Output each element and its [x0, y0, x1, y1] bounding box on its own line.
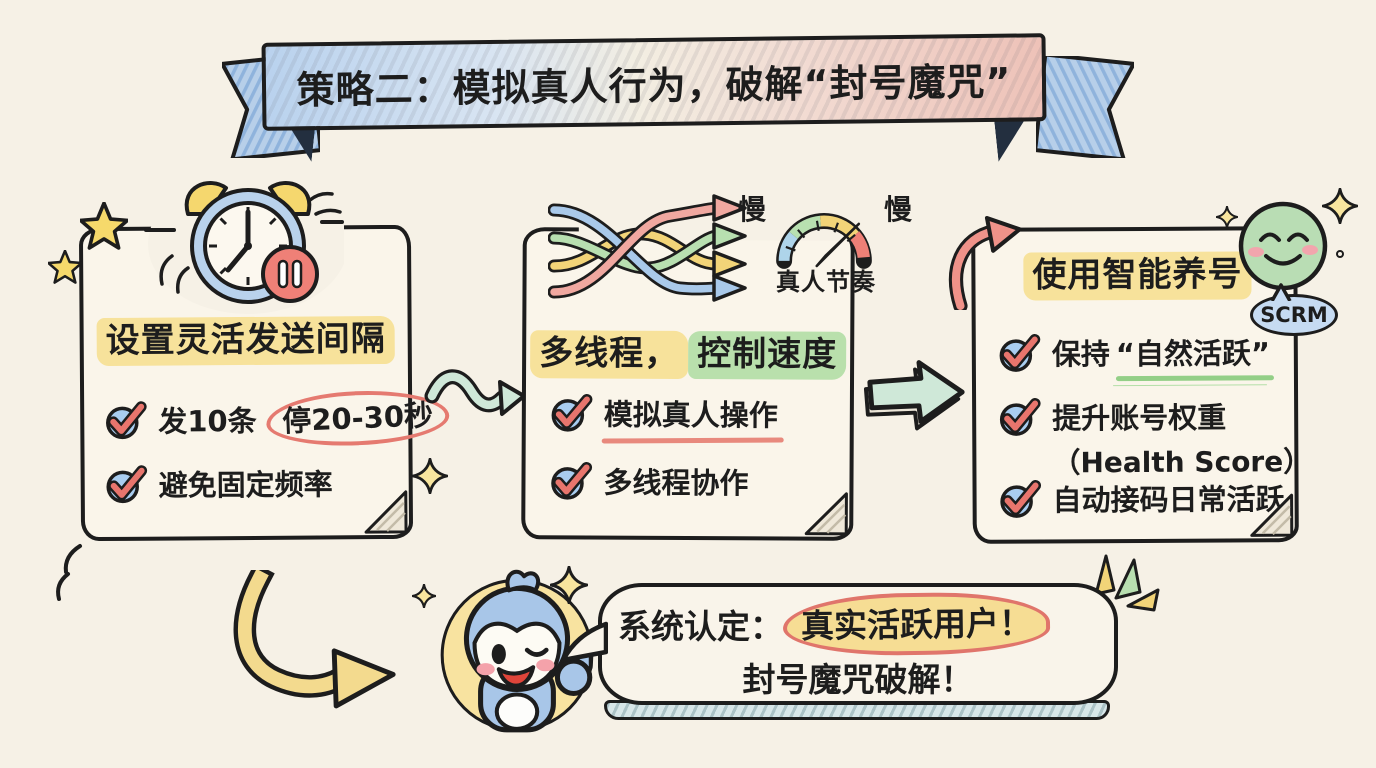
- gauge-left-label: 慢: [738, 193, 767, 226]
- smiley-face-icon: [1238, 201, 1328, 291]
- card-smart-nurture: 使用智能养号 保持 “自然活跃” 提升账号权重 （Health Score）: [971, 226, 1311, 544]
- page-curl-icon: [364, 490, 408, 534]
- speed-gauge-icon: [776, 213, 872, 269]
- card2-item-1: 模拟真人操作: [550, 391, 778, 434]
- u-turn-arrow-icon: [233, 570, 396, 709]
- card3-item2-line2: （Health Score）: [1052, 445, 1312, 480]
- card2-item-2: 多线程协作: [549, 459, 749, 502]
- card3-item-2: 提升账号权重 （Health Score）: [998, 394, 1311, 482]
- gauge-right-label: 慢: [884, 193, 913, 226]
- check-icon: [1000, 480, 1042, 518]
- page-curl-icon: [1250, 493, 1294, 537]
- bubble-line1-highlight: 真实活跃用户！: [782, 591, 1051, 657]
- sparkle-icon: [1322, 188, 1358, 224]
- check-icon: [551, 393, 593, 432]
- braided-arrows-icon: [548, 194, 747, 302]
- emphasis-dashes-icon: [1094, 554, 1160, 612]
- rising-arrow-icon: [948, 216, 1022, 310]
- alarm-clock-icon: [144, 174, 344, 314]
- card1-item1-circled-text: 停20-30秒: [265, 387, 451, 450]
- bubble-tail-icon: [560, 621, 608, 663]
- speech-bubble: 系统认定： 真实活跃用户！ 封号魔咒破解！: [598, 583, 1118, 705]
- card3-item1-prefix: 保持: [1051, 337, 1110, 372]
- sparkle-icon: [412, 458, 448, 494]
- star-icon: [48, 250, 82, 284]
- bubble-line-2: 封号魔咒破解！: [742, 660, 974, 699]
- star-icon: [80, 202, 128, 250]
- card1-item1-text: 发10条: [158, 403, 257, 439]
- bubble-line-1: 系统认定： 真实活跃用户！: [618, 591, 1051, 657]
- card2-item1-text: 模拟真人操作: [604, 392, 778, 435]
- title-banner: 策略二：模拟真人行为，破解“封号魔咒”: [261, 33, 1047, 131]
- check-icon: [106, 401, 147, 440]
- card2-item2-text: 多线程协作: [603, 465, 749, 501]
- card-multithread-speed: 多线程，控制速度 模拟真人操作 多线程协作: [521, 224, 855, 541]
- card2-title: 多线程，控制速度: [526, 325, 850, 380]
- card3-item1-quoted: “自然活跃”: [1116, 330, 1270, 373]
- ribbon-tail-right-icon: [1036, 56, 1134, 158]
- card1-item-1: 发10条 停20-30秒: [104, 387, 451, 450]
- gauge-caption: 真人节奏: [776, 268, 876, 296]
- card-send-interval: 设置灵活发送间隔 发10条 停20-30秒 避免固定频率: [78, 224, 451, 542]
- check-icon: [106, 465, 148, 504]
- scrm-badge: SCRM: [1250, 283, 1338, 336]
- badge-tail-icon: [1270, 283, 1292, 301]
- bubble-shadow: [604, 700, 1110, 720]
- card3-item-1: 保持 “自然活跃”: [998, 330, 1270, 373]
- check-icon: [999, 334, 1041, 372]
- card3-item2-line1: 提升账号权重: [1052, 400, 1227, 436]
- bubble-line1-prefix: 系统认定：: [618, 607, 783, 646]
- wavy-arrow-icon: [424, 369, 524, 416]
- check-icon: [999, 398, 1041, 436]
- card3-title: 使用智能养号: [1023, 246, 1252, 301]
- check-icon: [551, 461, 593, 500]
- dot-accent: [1336, 250, 1344, 258]
- sparkle-icon: [550, 566, 588, 604]
- block-arrow-icon: [863, 360, 965, 431]
- vibration-marks-icon: [56, 544, 82, 601]
- sparkle-icon: [1216, 206, 1238, 228]
- card3-item-3: 自动接码日常活跃: [998, 476, 1285, 519]
- sparkle-icon: [412, 584, 436, 608]
- page-curl-icon: [804, 492, 848, 536]
- card1-item2-text: 避免固定频率: [158, 467, 333, 503]
- scrm-label: SCRM: [1260, 303, 1328, 327]
- page-title: 策略二：模拟真人行为，破解“封号魔咒”: [296, 59, 1012, 112]
- card1-item-2: 避免固定频率: [105, 461, 333, 505]
